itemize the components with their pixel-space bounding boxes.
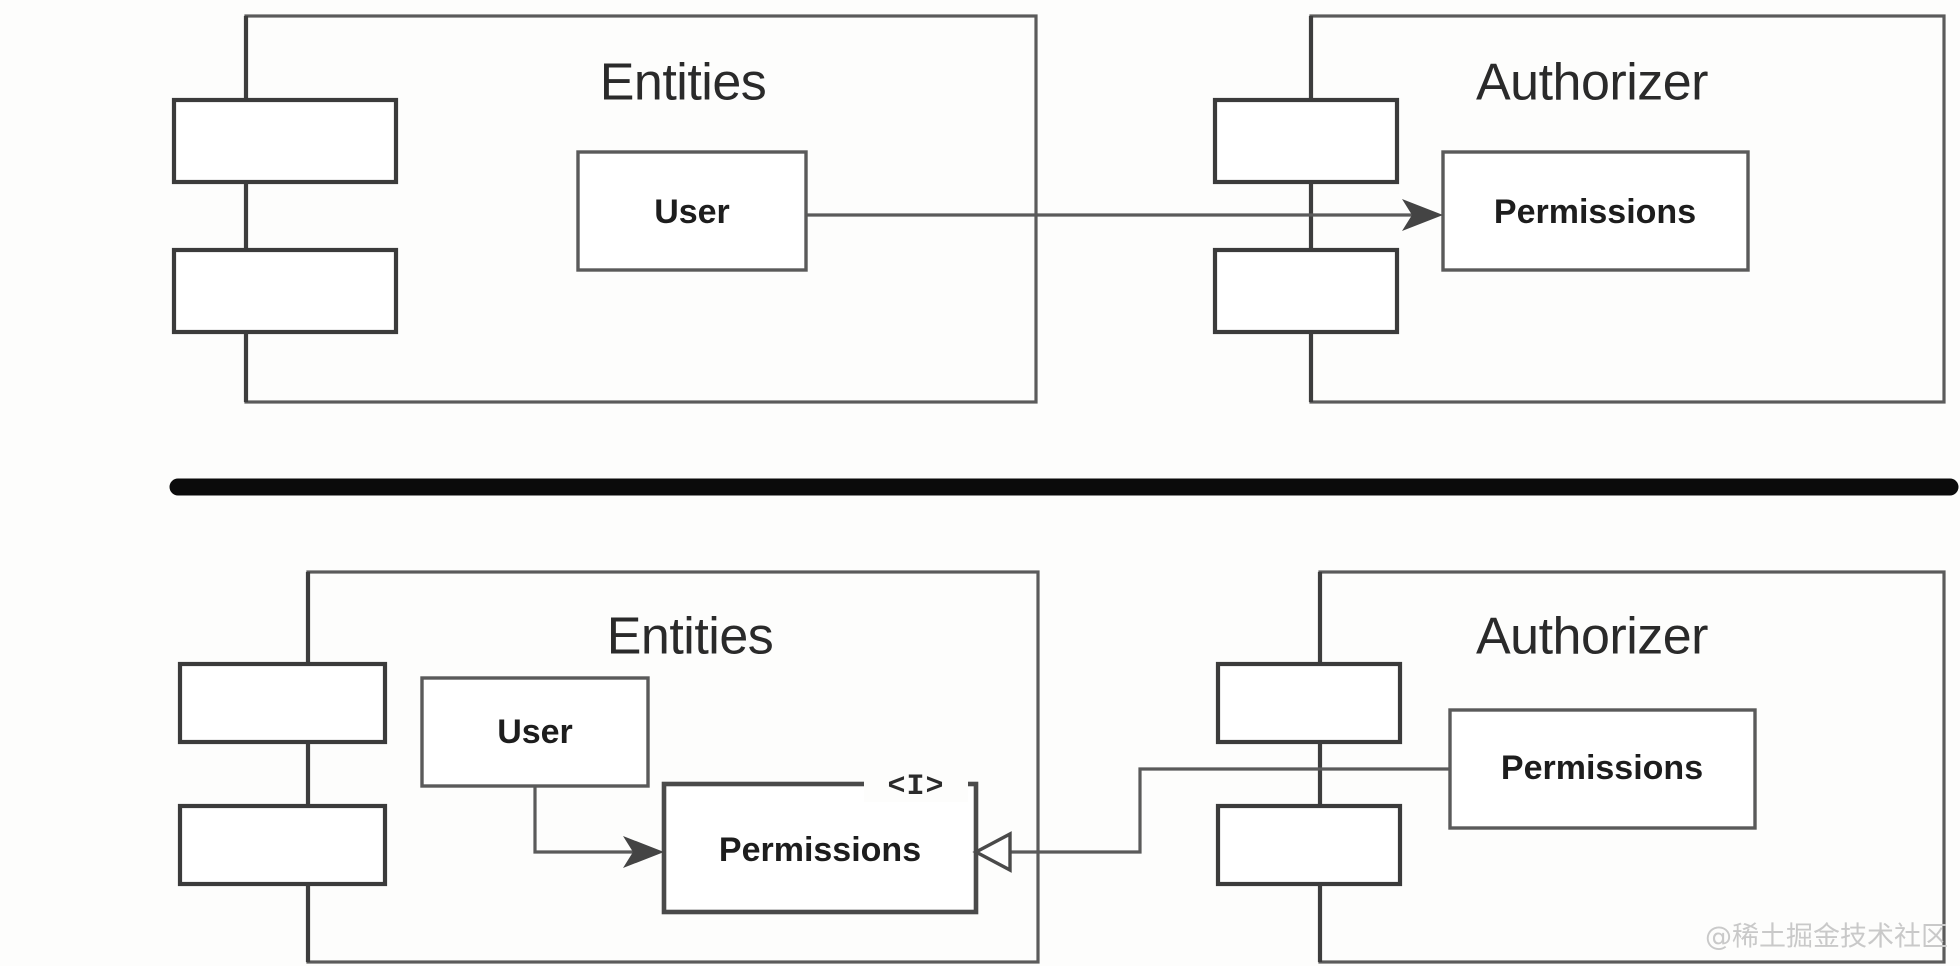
panel-after: Entities User Permissions <I> Authorizer… bbox=[177, 570, 1946, 964]
entities-bottom-tab-upper[interactable] bbox=[177, 661, 388, 745]
authorizer-top-tab-upper[interactable] bbox=[1212, 97, 1400, 185]
class-user-top[interactable] bbox=[576, 150, 808, 272]
component-entities-bottom[interactable]: Entities User Permissions <I> bbox=[177, 570, 1040, 964]
component-authorizer-bottom-title: Authorizer bbox=[1476, 608, 1708, 666]
class-user-top-label: User bbox=[654, 193, 730, 231]
class-user-bottom-label: User bbox=[497, 713, 573, 751]
relation-user-to-interface-bottom bbox=[533, 786, 664, 868]
component-entities-top[interactable]: Entities User bbox=[171, 14, 1038, 404]
class-permissions-interface-stereotype: <I> bbox=[887, 770, 944, 804]
relation-user-to-permissions-top bbox=[806, 199, 1443, 231]
panel-before: Entities User Authorizer Permissions bbox=[171, 14, 1946, 404]
entities-top-tab-lower[interactable] bbox=[171, 247, 399, 335]
class-permissions-interface-bottom[interactable] bbox=[661, 781, 979, 915]
entities-top-tab-upper[interactable] bbox=[171, 97, 399, 185]
stereotype-badge-backdrop bbox=[864, 768, 968, 802]
entities-bottom-tab-lower[interactable] bbox=[177, 803, 388, 887]
component-authorizer-top[interactable]: Authorizer Permissions bbox=[1212, 14, 1946, 404]
component-authorizer-bottom[interactable]: Authorizer Permissions bbox=[1215, 570, 1946, 964]
relation-user-to-interface-bottom-line bbox=[533, 786, 645, 854]
component-entities-top-title: Entities bbox=[600, 54, 767, 112]
component-entities-bottom-title: Entities bbox=[607, 608, 774, 666]
relation-realization-bottom bbox=[972, 767, 1450, 873]
relation-user-to-permissions-top-arrowhead bbox=[1402, 199, 1443, 231]
class-permissions-bottom-label: Permissions bbox=[1501, 749, 1703, 787]
relation-realization-bottom-line bbox=[1006, 767, 1450, 854]
class-permissions-top-label: Permissions bbox=[1494, 193, 1696, 231]
watermark-text: @稀土掘金技术社区 bbox=[1705, 922, 1948, 953]
class-permissions-bottom[interactable] bbox=[1448, 708, 1757, 830]
relation-realization-bottom-arrowhead bbox=[972, 831, 1012, 873]
authorizer-bottom-tab-lower[interactable] bbox=[1215, 803, 1403, 887]
authorizer-bottom-tab-upper[interactable] bbox=[1215, 661, 1403, 745]
relation-user-to-interface-bottom-arrowhead bbox=[623, 836, 664, 868]
component-authorizer-top-title: Authorizer bbox=[1476, 54, 1708, 112]
class-permissions-interface-bottom-label: Permissions bbox=[719, 831, 921, 869]
authorizer-top-tab-lower[interactable] bbox=[1212, 247, 1400, 335]
class-permissions-top[interactable] bbox=[1441, 150, 1750, 272]
